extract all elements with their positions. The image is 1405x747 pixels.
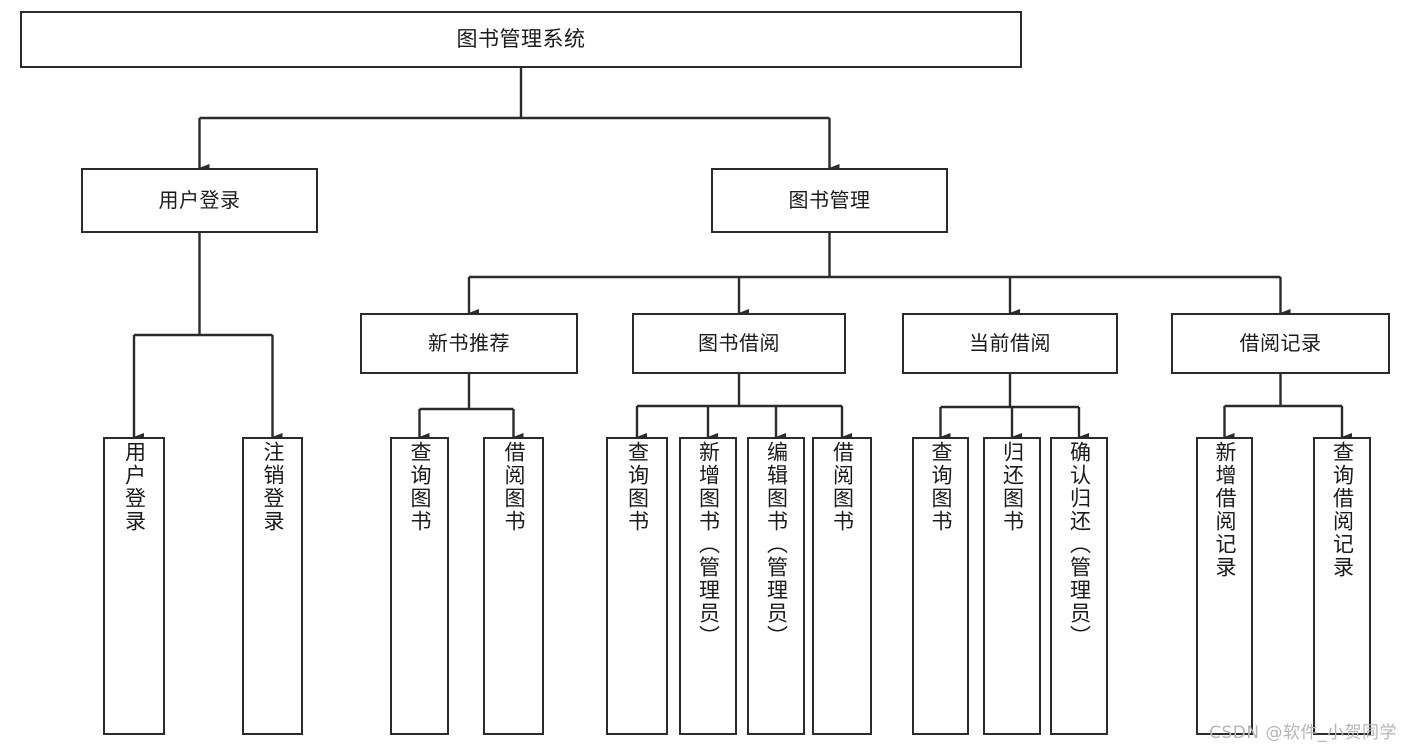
node-l-cur-2[interactable]: 归还图书 [983,437,1041,735]
node-label: 确认归还（管理员） [1067,441,1092,648]
node-label: 图书管理系统 [456,27,586,52]
node-label: 用户登录 [122,441,147,533]
node-n-bookmgr[interactable]: 图书管理 [711,168,948,233]
node-l-login-1[interactable]: 用户登录 [103,437,165,735]
node-l-cur-1[interactable]: 查询图书 [912,437,969,735]
node-label: 借阅图书 [502,441,526,533]
watermark-credit: CSDN @软件_小贺同学 [1209,723,1397,743]
node-label: 借阅记录 [1239,330,1322,355]
node-label: 查询图书 [929,441,953,533]
node-label: 图书管理 [788,187,871,212]
node-label: 借阅图书 [830,441,855,533]
node-l-new-2[interactable]: 借阅图书 [483,437,544,735]
node-n-history[interactable]: 借阅记录 [1171,313,1390,374]
node-label: 查询图书 [625,441,650,533]
node-l-bor-1[interactable]: 查询图书 [606,437,668,735]
node-label: 新增图书（管理员） [696,441,721,648]
node-n-current[interactable]: 当前借阅 [902,313,1118,374]
node-label: 注销登录 [261,441,285,533]
node-l-login-2[interactable]: 注销登录 [242,437,303,735]
node-l-bor-3[interactable]: 编辑图书（管理员） [747,437,805,735]
node-label: 用户登录 [158,187,241,212]
node-l-his-2[interactable]: 查询借阅记录 [1313,437,1371,735]
node-label: 新增借阅记录 [1213,441,1237,579]
node-root[interactable]: 图书管理系统 [20,11,1022,68]
node-l-new-1[interactable]: 查询图书 [390,437,449,735]
node-label: 新书推荐 [428,330,510,355]
node-label: 查询借阅记录 [1330,441,1355,579]
node-l-bor-4[interactable]: 借阅图书 [812,437,872,735]
node-n-newrec[interactable]: 新书推荐 [360,313,578,374]
node-n-borrow[interactable]: 图书借阅 [632,313,846,374]
node-label: 查询图书 [408,441,432,533]
node-l-his-1[interactable]: 新增借阅记录 [1196,437,1253,735]
node-n-login[interactable]: 用户登录 [81,168,318,233]
node-label: 归还图书 [1000,441,1025,533]
node-label: 当前借阅 [969,330,1051,355]
node-label: 编辑图书（管理员） [764,441,789,648]
node-label: 图书借阅 [698,330,780,355]
node-l-bor-2[interactable]: 新增图书（管理员） [679,437,737,735]
node-l-cur-3[interactable]: 确认归还（管理员） [1050,437,1108,735]
